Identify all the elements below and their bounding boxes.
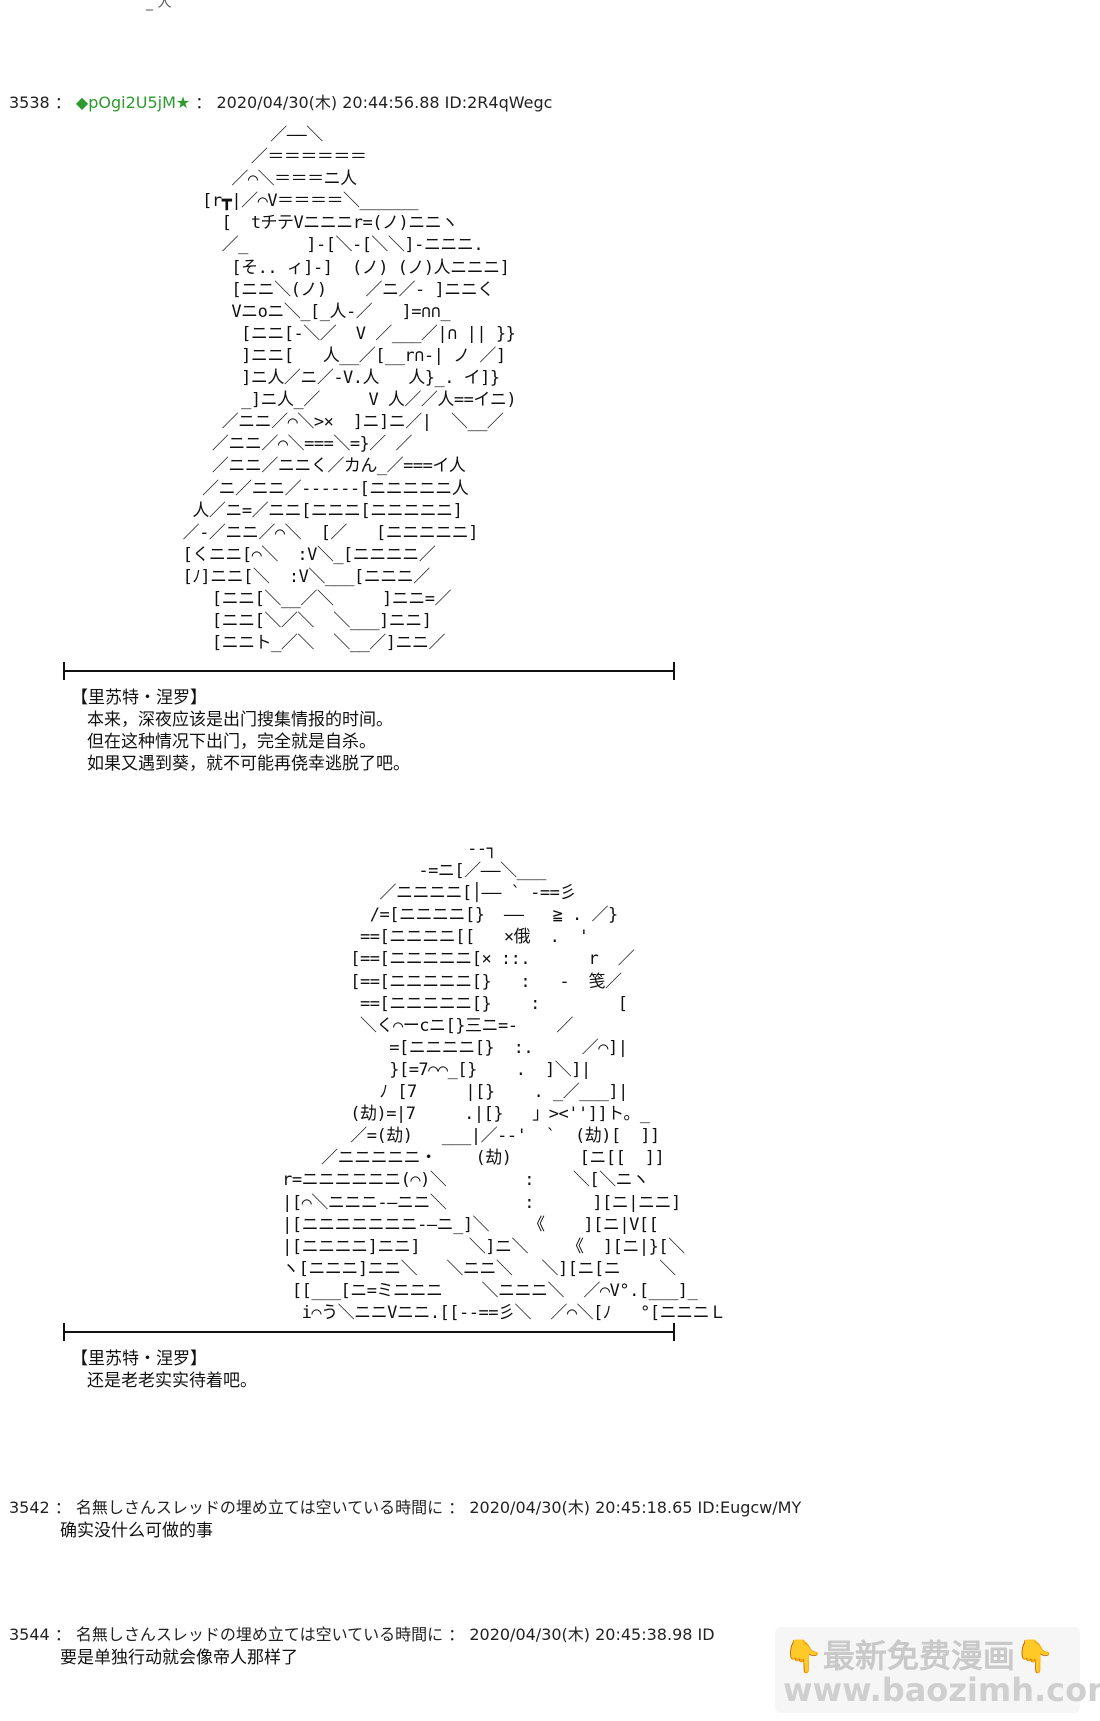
dialogue-line-1: 本来，深夜应该是出门搜集情报的时间。 [87,710,393,730]
separator: ： [448,1498,465,1517]
post-body-3544: 要是单独行动就会像帝人那样了 [60,1648,298,1668]
separator: ： [54,1625,71,1644]
scene-divider-2 [63,1323,675,1341]
separator: ： [448,1625,465,1644]
post-number[interactable]: 3544 [9,1625,50,1644]
divider-tick-right [673,662,675,680]
separator: ： [54,1498,71,1517]
pointing-down-hand-icon: 👇 [1014,1637,1055,1675]
divider-tick-left [63,662,65,680]
poster-name: 名無しさんスレッドの埋め立ては空いている時間に [75,1498,444,1517]
dialogue-line-3: 如果又遇到葵，就不可能再侥幸逃脱了吧。 [87,754,410,774]
dialogue-line-2: 但在这种情况下出门，完全就是自杀。 [87,732,376,752]
site-watermark: 👇最新免费漫画👇 www.baozimh.com [775,1627,1100,1713]
poster-name: 名無しさんスレッドの埋め立ては空いている時間に [75,1625,444,1644]
trip-code: pOgi2U5jM [88,93,176,112]
post-number[interactable]: 3542 [9,1498,50,1517]
post-datetime: 2020/04/30(木) 20:44:56.88 [216,93,440,112]
divider-tick-right [673,1323,675,1341]
watermark-title: 👇最新免费漫画👇 [783,1631,1055,1677]
scene-divider-1 [63,662,675,680]
previous-post-fragment: _ 人 [146,0,172,11]
ascii-art-character-2: --┐ -=ニ[／——＼___ ／ニニニニ[│—— ` -==彡 /=[ニニニニ… [282,839,726,1323]
separator: ： [195,93,212,112]
speaker-name: 【里苏特・涅罗】 [71,688,207,708]
ascii-art-character-1: ／——＼ ／＝＝＝＝＝＝ ／⌒＼＝＝＝ニ人 [r┳|／⌒V＝＝＝＝＼______… [182,125,517,654]
post-datetime: 2020/04/30(木) 20:45:38.98 [469,1625,693,1644]
dialogue-line-1: 还是老老实实待着吧。 [87,1371,257,1391]
speaker-name: 【里苏特・涅罗】 [71,1349,207,1369]
star-icon: ★ [175,93,191,112]
post-id[interactable]: ID [697,1625,715,1644]
trip-diamond-icon: ◆ [75,93,89,112]
post-number[interactable]: 3538 [9,93,50,112]
divider-tick-left [63,1323,65,1341]
post-datetime: 2020/04/30(木) 20:45:18.65 [469,1498,693,1517]
watermark-text: 最新免费漫画 [822,1637,1015,1675]
pointing-down-hand-icon: 👇 [783,1637,823,1675]
post-id[interactable]: ID:2R4qWegc [444,93,553,112]
post-header-3544: 3544 ： 名無しさんスレッドの埋め立ては空いている時間に ： 2020/04… [9,1621,715,1645]
post-header-3542: 3542 ： 名無しさんスレッドの埋め立ては空いている時間に ： 2020/04… [9,1494,801,1518]
post-body-3542: 确实没什么可做的事 [60,1521,213,1541]
watermark-url: www.baozimh.com [783,1671,1100,1709]
post-id[interactable]: ID:Eugcw/MY [697,1498,802,1517]
separator: ： [54,93,71,112]
post-header-3538: 3538 ： ◆pOgi2U5jM★ ： 2020/04/30(木) 20:44… [9,89,552,113]
